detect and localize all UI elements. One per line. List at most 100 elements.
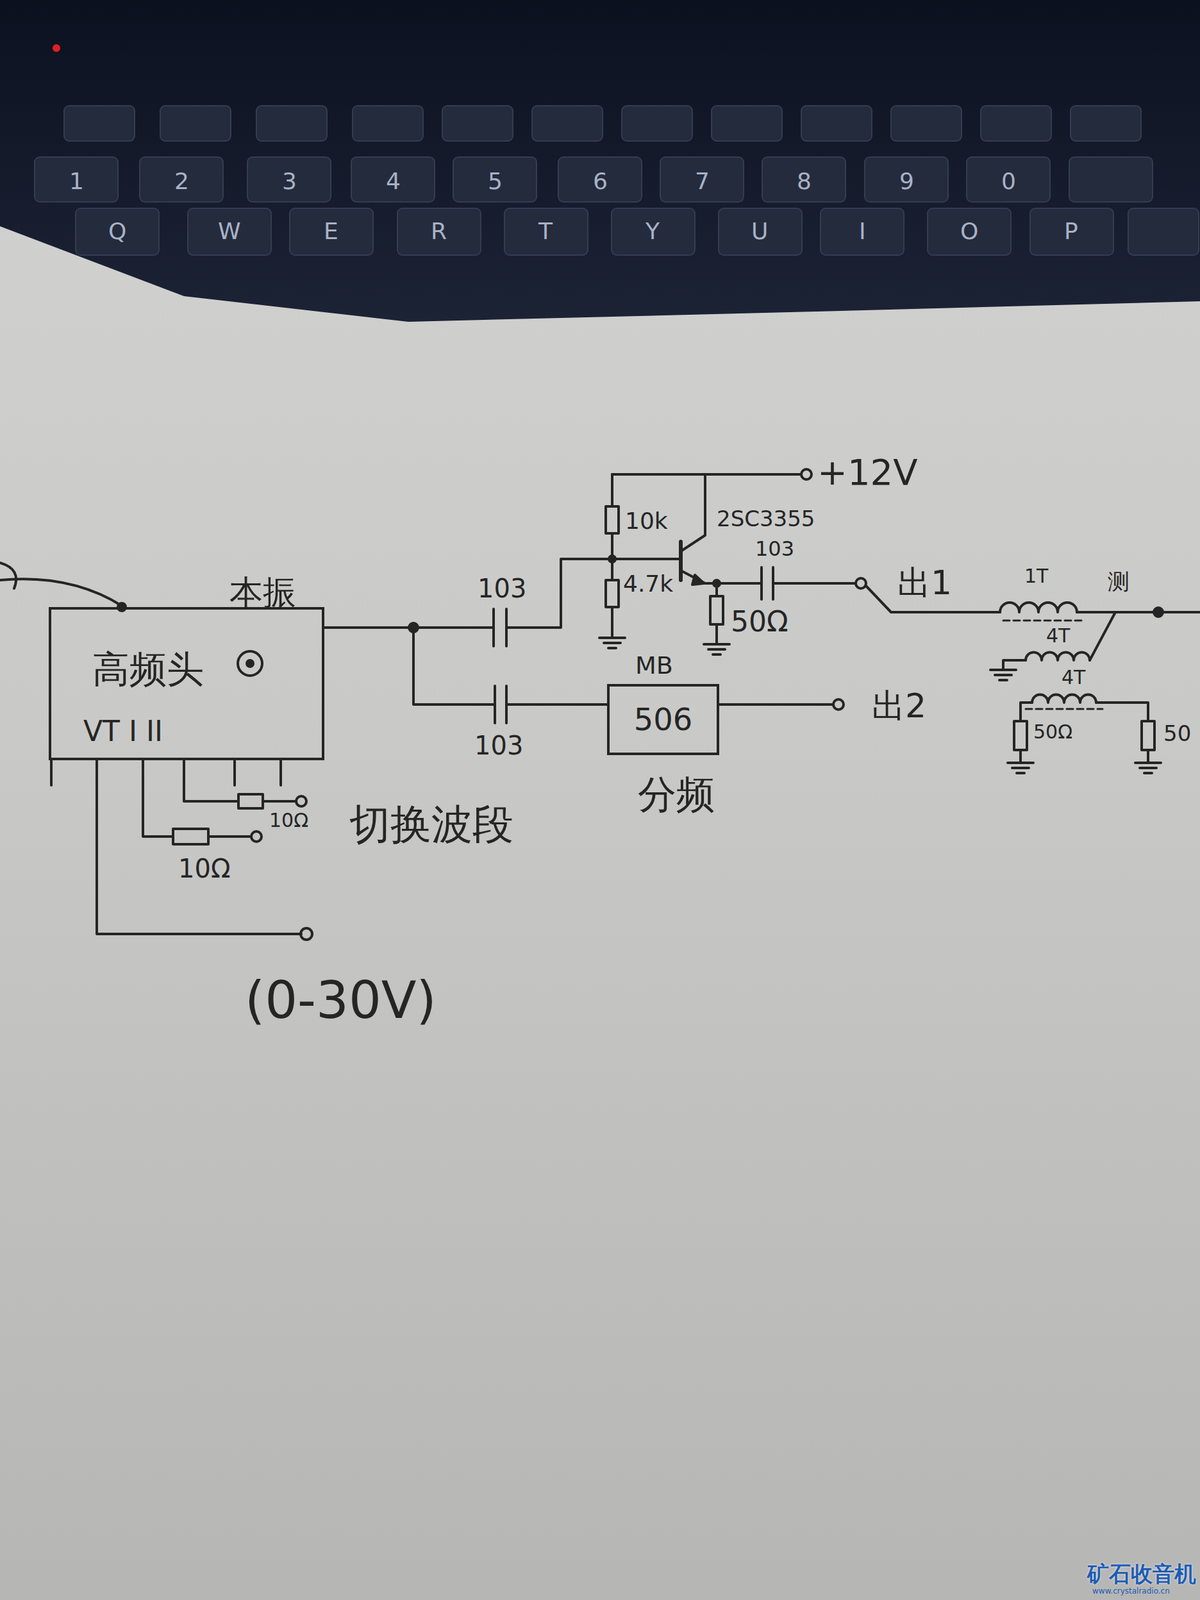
resistor-value: 10Ω bbox=[269, 809, 309, 833]
bias-resistors bbox=[599, 637, 625, 649]
band-switch bbox=[173, 828, 209, 845]
transformer-symbol bbox=[1141, 721, 1155, 750]
divider-note: 分频 bbox=[637, 772, 715, 817]
key-cap bbox=[532, 105, 603, 142]
key-legend: 0 bbox=[1001, 167, 1017, 195]
transformer-symbol bbox=[1000, 602, 1077, 613]
key-cap bbox=[1069, 157, 1153, 202]
transistor-symbol bbox=[678, 541, 683, 581]
test-point: 测 bbox=[1107, 569, 1130, 595]
key-cap bbox=[453, 157, 537, 202]
ic-box: MB506 bbox=[607, 683, 720, 756]
key-cap bbox=[256, 105, 327, 142]
key-cap bbox=[660, 157, 744, 202]
bias-resistors bbox=[599, 469, 812, 649]
key-cap bbox=[247, 157, 331, 202]
key-legend: 1 bbox=[69, 167, 84, 195]
resistor-value: 50Ω bbox=[730, 605, 789, 639]
coupling-capacitors bbox=[493, 685, 497, 724]
resistor-value: 50Ω bbox=[1033, 721, 1073, 744]
band-switch bbox=[262, 800, 297, 803]
coupling-capacitors bbox=[413, 626, 494, 629]
bias-resistors bbox=[801, 469, 812, 480]
oscillator-port bbox=[237, 651, 263, 676]
bias-resistors bbox=[608, 555, 616, 563]
key-cap bbox=[34, 105, 1199, 256]
transformer-symbol bbox=[990, 602, 1200, 774]
winding-turns: 4T bbox=[1046, 625, 1070, 648]
key-legend: I bbox=[858, 217, 867, 245]
transistor-type: 2SC3355 bbox=[716, 506, 815, 532]
transformer-symbol bbox=[1096, 702, 1149, 722]
key-cap bbox=[442, 105, 513, 142]
oscillator-port bbox=[246, 660, 254, 667]
key-cap bbox=[558, 157, 642, 202]
transistor-symbol bbox=[855, 578, 867, 589]
transistor-symbol bbox=[715, 583, 718, 597]
key-cap bbox=[351, 157, 435, 202]
transistor-symbol bbox=[680, 474, 706, 552]
coupling-capacitors bbox=[505, 685, 508, 724]
supply-voltage: +12V bbox=[817, 451, 918, 493]
key-cap bbox=[711, 105, 783, 142]
key-cap bbox=[966, 157, 1050, 202]
switch-note: 切换波段 bbox=[349, 801, 514, 849]
key-cap bbox=[762, 157, 846, 202]
watermark: 矿石收音机 bbox=[1087, 1561, 1197, 1587]
capacitor-value: 103 bbox=[477, 573, 527, 604]
key-legend: P bbox=[1064, 217, 1079, 245]
transformer-symbol bbox=[1076, 610, 1200, 614]
key-cap bbox=[864, 157, 949, 202]
key-cap bbox=[611, 208, 695, 256]
tuner-box: 高频头VT I II bbox=[48, 607, 325, 761]
watermark: www.crystalradio.cn bbox=[1092, 1587, 1170, 1597]
tuner-pins bbox=[96, 760, 302, 934]
bias-resistors bbox=[612, 473, 802, 476]
key-legend: 9 bbox=[899, 167, 915, 195]
bias-resistors bbox=[610, 474, 614, 507]
capacitor-value: 103 bbox=[474, 730, 524, 761]
transistor-symbol bbox=[680, 474, 867, 655]
key-cap bbox=[891, 105, 962, 142]
key-legend: Y bbox=[645, 217, 660, 245]
key-cap bbox=[75, 208, 159, 256]
transistor-symbol bbox=[703, 644, 730, 655]
transformer-symbol bbox=[1025, 708, 1103, 711]
key-legend: E bbox=[323, 217, 339, 245]
key-cap bbox=[139, 157, 224, 202]
pin-labels: VT I II bbox=[83, 715, 163, 749]
key-legend: 7 bbox=[694, 167, 710, 195]
transformer-symbol bbox=[1032, 694, 1097, 704]
key-legend: U bbox=[751, 217, 768, 245]
key-legend: R bbox=[430, 217, 447, 245]
signal-wire bbox=[324, 627, 608, 705]
coupling-capacitors bbox=[492, 608, 495, 647]
key-legend: 6 bbox=[592, 167, 608, 195]
tuner-pins bbox=[51, 760, 313, 940]
keyboard-body bbox=[0, 0, 1200, 322]
key-cap bbox=[980, 105, 1052, 142]
resistor-value: 4.7k bbox=[623, 570, 674, 597]
key-legend: 4 bbox=[385, 167, 401, 195]
output-name: 出2 bbox=[871, 687, 927, 726]
key-cap bbox=[1128, 208, 1199, 256]
key-cap bbox=[160, 105, 231, 142]
tuner-pins bbox=[279, 760, 283, 786]
winding-turns: 1T bbox=[1024, 565, 1049, 588]
bias-resistors bbox=[605, 506, 619, 534]
key-legend: 5 bbox=[487, 167, 503, 195]
ic-prefix: MB bbox=[635, 651, 674, 681]
key-legend: O bbox=[960, 217, 979, 245]
transformer-symbol bbox=[1153, 607, 1163, 617]
transistor-symbol bbox=[773, 582, 856, 585]
tuner-pins bbox=[183, 760, 239, 802]
output-wiring bbox=[719, 703, 834, 706]
key-cap bbox=[352, 105, 424, 142]
voltage-range: (0-30V) bbox=[244, 971, 437, 1031]
band-switch bbox=[251, 831, 262, 842]
key-cap bbox=[289, 208, 374, 256]
key-legend: W bbox=[217, 217, 242, 245]
transformer-symbol bbox=[1003, 660, 1026, 670]
